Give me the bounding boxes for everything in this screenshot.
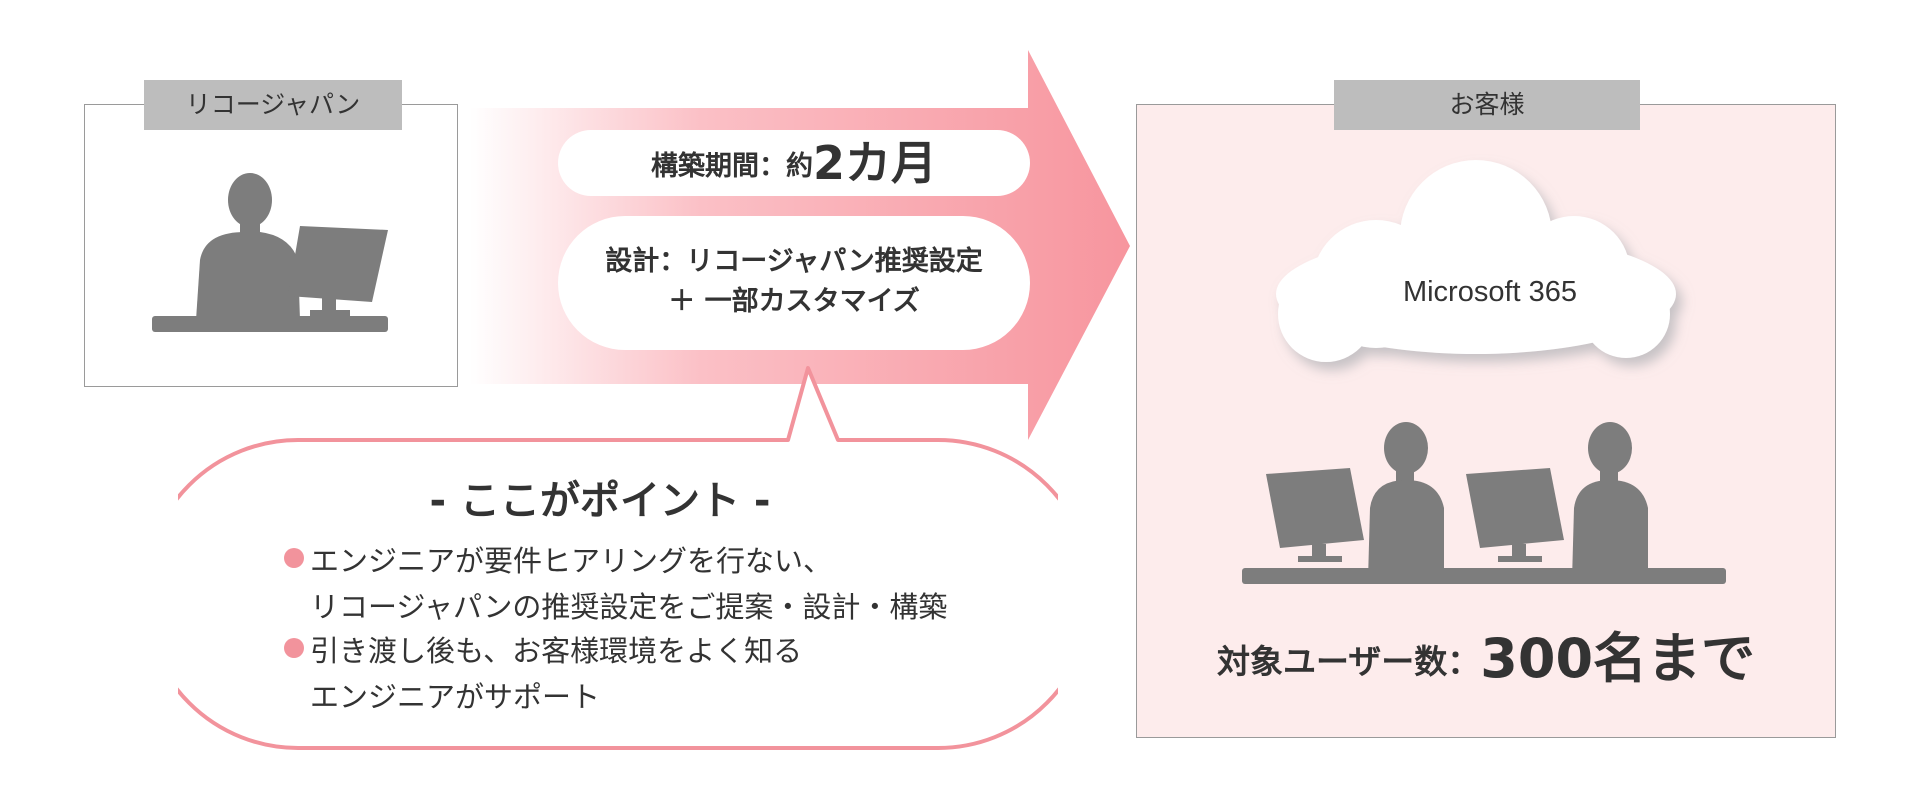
point-item-1-line-1: エンジニアが要件ヒアリングを行ない、 [310, 544, 833, 578]
provider-tab-label: リコージャパン [144, 80, 402, 130]
two-people-at-computers-icon [1242, 422, 1726, 584]
point-speech-bubble [178, 366, 1058, 750]
point-item-1-line-2: リコージャパンの推奨設定をご提案・設計・構築 [310, 590, 948, 624]
target-users: 対象ユーザー数：300名まで [1150, 614, 1822, 693]
customer-tab-label: お客様 [1334, 80, 1640, 130]
target-users-label: 対象ユーザー数： [1216, 642, 1481, 681]
point-title: - ここがポイント - [429, 478, 771, 524]
design-line-2: ＋ 一部カスタマイズ [668, 286, 920, 317]
cloud-icon [1276, 160, 1676, 362]
bullet-dot-1 [284, 548, 304, 568]
cloud-service-label: Microsoft 365 [1402, 276, 1578, 308]
build-period-label: 構築期間：約 [650, 151, 813, 182]
bullet-dot-2 [284, 638, 304, 658]
person-at-computer-icon [152, 173, 388, 332]
build-period-pill: 構築期間：約2カ月 [558, 130, 1030, 196]
build-period-value: 2カ月 [812, 136, 937, 190]
target-users-value: 300名まで [1480, 627, 1756, 690]
point-item-2-line-1: 引き渡し後も、お客様環境をよく知る [310, 634, 803, 668]
design-line-1: 設計：リコージャパン推奨設定 [605, 246, 983, 277]
point-item-2-line-2: エンジニアがサポート [310, 680, 601, 714]
design-pill: 設計：リコージャパン推奨設定 ＋ 一部カスタマイズ [558, 216, 1030, 350]
